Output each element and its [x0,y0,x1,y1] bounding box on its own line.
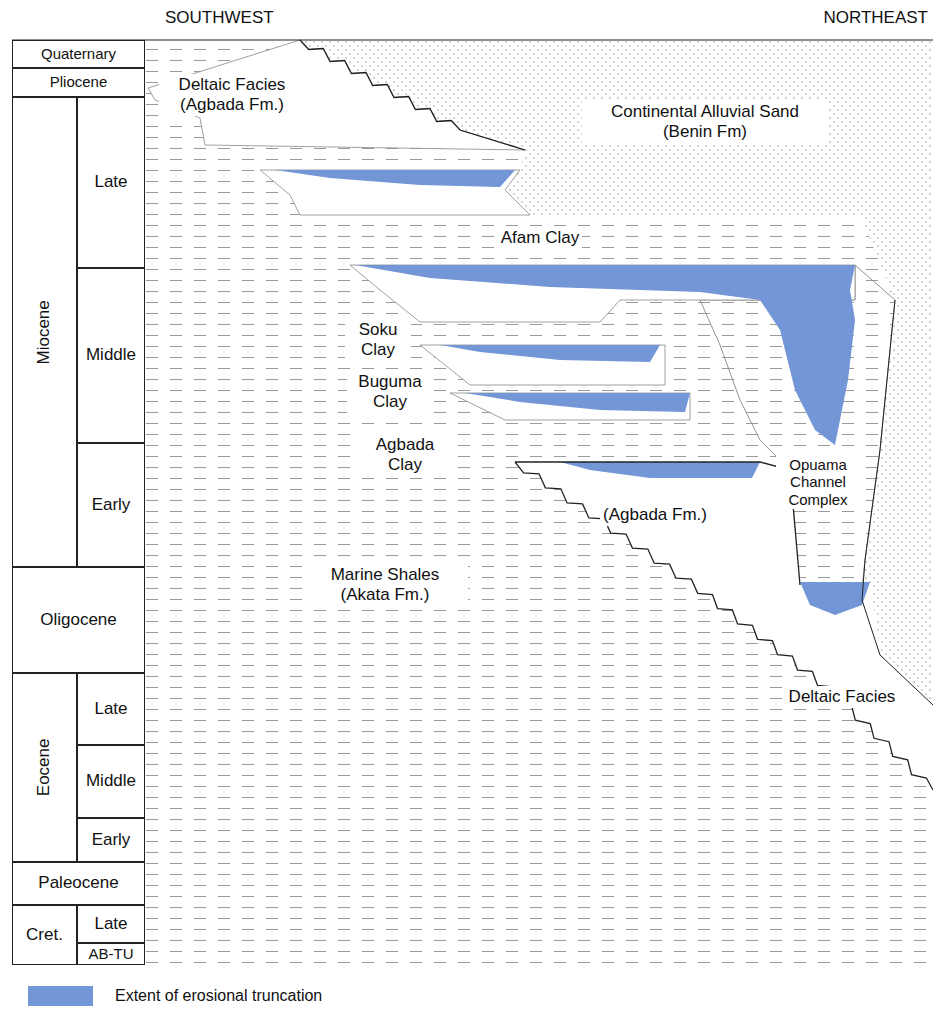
truncation-lens [440,345,660,362]
period-cell: Miocene [12,97,77,567]
truncation-lens [275,170,515,187]
facies-boundary [300,40,525,150]
period-cell: AB-TU [77,943,145,965]
truncation-lens [800,582,870,615]
shale-fill [145,40,933,965]
direction-label: SOUTHWEST [165,8,274,28]
period-cell: Pliocene [12,68,145,97]
unit-label: Buguma Clay [347,371,433,412]
unit-label: (Agbada Fm.) [600,504,710,526]
period-cell: Middle [77,745,145,818]
unit-label: Afam Clay [498,227,582,249]
period-cell: Quaternary [12,40,145,68]
period-name: AB-TU [89,946,134,963]
period-name: Miocene [35,300,54,364]
deltaic-wedge [450,393,690,420]
period-name: Paleocene [38,874,118,893]
deltaic-wedge [260,170,530,215]
period-name: Oligocene [40,611,117,630]
frame-line [12,39,933,40]
period-name: Late [94,915,127,934]
period-name: Middle [86,772,136,791]
period-name: Pliocene [50,74,108,91]
period-name: Quaternary [41,46,116,63]
period-cell: Eocene [12,673,77,862]
facies-boundary [862,300,933,705]
truncation-lens [465,393,690,412]
period-cell: Middle [77,268,145,443]
period-name: Early [92,831,131,850]
period-name: Late [94,173,127,192]
period-cell: Late [77,673,145,745]
truncation-lens [355,265,855,445]
period-cell: Late [77,905,145,943]
period-name: Middle [86,346,136,365]
period-cell: Cret. [12,905,77,965]
facies-boundary [515,462,800,585]
deltaic-wedge [148,40,525,150]
direction-label: NORTHEAST [823,8,928,28]
legend-text: Extent of erosional truncation [115,986,322,1006]
period-cell: Paleocene [12,862,145,905]
truncation-lens [560,462,760,478]
unit-label: Deltaic Facies (Agbada Fm.) [159,74,305,115]
period-name: Cret. [26,926,63,945]
period-cell: Early [77,443,145,567]
unit-label: Agbada Clay [362,434,448,475]
period-name: Eocene [35,739,54,797]
unit-label: Soku Clay [345,319,411,360]
period-cell: Late [77,97,145,268]
legend-swatch [28,986,93,1006]
period-name: Late [94,700,127,719]
deltaic-wedge [420,345,665,385]
unit-label: Opuama Channel Complex [776,455,860,509]
unit-label: Marine Shales (Akata Fm.) [302,564,468,605]
period-cell: Early [77,818,145,862]
unit-label: Continental Alluvial Sand (Benin Fm) [582,101,828,142]
period-cell: Oligocene [12,567,145,673]
period-name: Early [92,496,131,515]
unit-label: Deltaic Facies [786,686,899,708]
